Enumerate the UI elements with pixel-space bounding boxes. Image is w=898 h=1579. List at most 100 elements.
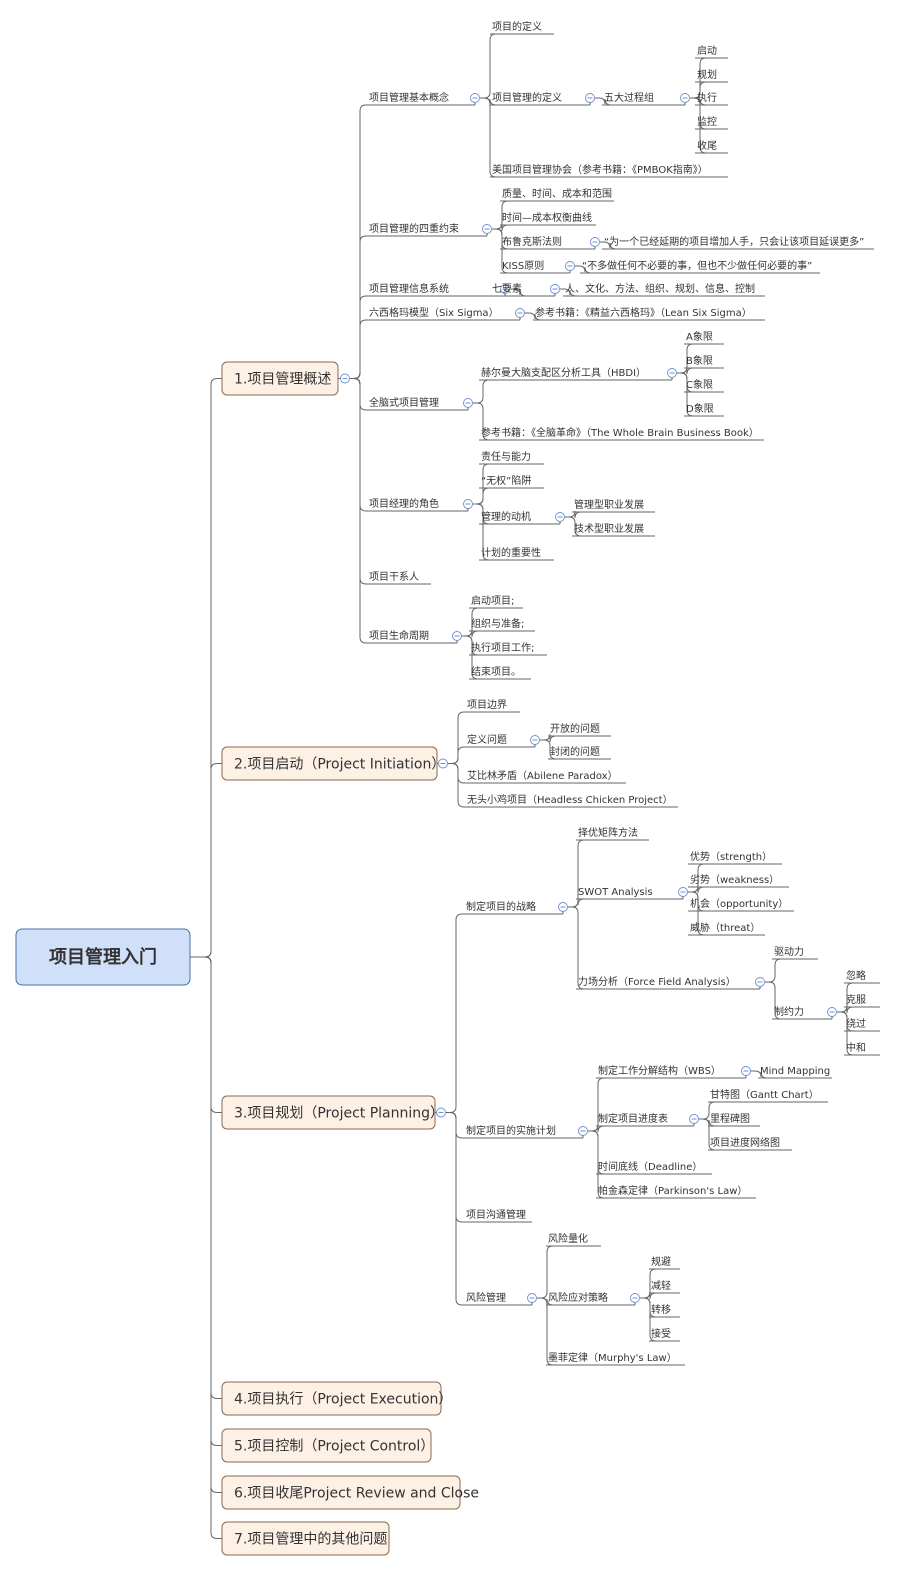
collapse-toggle-b1-minus-icon[interactable] — [340, 373, 350, 384]
collapse-toggle-b1-motive-minus-icon[interactable] — [555, 512, 565, 522]
branch-box-b1[interactable] — [221, 361, 339, 396]
collapse-toggle-b3-strat-minus-icon[interactable] — [558, 902, 568, 912]
branch-label-b7: 7.项目管理中的其他问题 — [234, 1532, 387, 1548]
node-b2-chicken: 无头小鸡项目（Headless Chicken Project） — [467, 793, 673, 806]
node-b1-mgmt: 管理型职业发展 — [574, 498, 644, 511]
node-b3-strat: 制定项目的战略 — [466, 900, 536, 913]
branch-box-b4[interactable] — [221, 1381, 442, 1416]
branch-box-b2[interactable] — [221, 746, 438, 781]
node-b1-kiss-q: “不多做任何不必要的事，但也不少做任何必要的事” — [582, 259, 812, 272]
node-b1-l2: 组织与准备; — [471, 617, 524, 630]
node-b1-planimp: 计划的重要性 — [481, 546, 541, 559]
branch-label-b2: 2.项目启动（Project Initiation） — [234, 757, 445, 773]
node-b1-l3: 执行项目工作; — [471, 641, 534, 654]
connector-b3-strat — [446, 913, 464, 1113]
node-b3-sched: 制定项目进度表 — [598, 1112, 668, 1125]
node-b3-dead: 时间底线（Deadline） — [598, 1160, 702, 1173]
branch-label-b3: 3.项目规划（Project Planning） — [234, 1106, 444, 1122]
node-b3-wbs: 制定工作分解结构（WBS） — [598, 1064, 721, 1077]
collapse-toggle-b3-wbs-minus-icon[interactable] — [741, 1066, 751, 1076]
connector-b2-abilene — [448, 763, 465, 784]
connector-b2 — [200, 763, 222, 958]
connector-b1-basic — [350, 104, 367, 379]
node-b1-info: 项目管理信息系统 — [369, 282, 449, 295]
collapse-toggle-b3-restrain-minus-icon[interactable] — [827, 1007, 837, 1017]
node-b1-tech: 技术型职业发展 — [574, 522, 644, 535]
node-b3-w: 劣势（weakness） — [690, 873, 779, 886]
branch-box-b6[interactable] — [221, 1475, 461, 1510]
collapse-toggle-b1-basic-minus-icon[interactable] — [470, 93, 480, 103]
node-b1-pmi: 美国项目管理协会（参考书籍：《PMBOK指南》） — [492, 163, 708, 176]
collapse-toggle-b1-role-minus-icon[interactable] — [463, 499, 473, 509]
node-b1-d: D象限 — [686, 403, 714, 415]
collapse-toggle-b3-minus-icon[interactable] — [436, 1107, 446, 1118]
node-layer: 项目管理入门1.项目管理概述项目管理基本概念项目的定义项目管理的定义五大过程组启… — [15, 20, 880, 1556]
connector-layer — [190, 33, 854, 1539]
node-b1-brooks: 布鲁克斯法则 — [502, 235, 562, 248]
node-b3-gantt: 甘特图（Gantt Chart） — [710, 1088, 819, 1101]
connector-b1-trap — [473, 487, 490, 505]
node-b1-brooks-q: “为一个已经延期的项目增加人手，只会让该项目延误更多” — [604, 235, 864, 248]
branch-label-b4: 4.项目执行（Project Execution） — [234, 1392, 452, 1408]
collapse-toggle-b2-minus-icon[interactable] — [438, 758, 448, 769]
root-node-box[interactable] — [15, 928, 191, 986]
connector-b1-info — [350, 295, 367, 379]
root-node-label: 项目管理入门 — [49, 946, 157, 968]
connector-b2-define — [448, 746, 465, 764]
branch-label-b1: 1.项目管理概述 — [234, 372, 331, 388]
connector-b1-def — [480, 33, 497, 99]
connector-b1-role — [350, 378, 367, 512]
collapse-toggle-b3-resp-minus-icon[interactable] — [630, 1293, 640, 1303]
connector-b1-stake — [350, 378, 367, 585]
collapse-toggle-b3-risk-minus-icon[interactable] — [527, 1293, 537, 1303]
branch-box-b3[interactable] — [221, 1095, 436, 1130]
collapse-toggle-b1-life-minus-icon[interactable] — [452, 631, 462, 641]
collapse-toggle-b1-pmdef-minus-icon[interactable] — [585, 93, 595, 103]
branch-box-b5[interactable] — [221, 1428, 432, 1463]
node-b3-t: 威胁（threat） — [690, 921, 760, 934]
branch-label-b5: 5.项目控制（Project Control） — [234, 1439, 434, 1455]
node-b3-accept: 接受 — [651, 1327, 671, 1340]
collapse-toggle-b2-define-minus-icon[interactable] — [530, 735, 540, 745]
collapse-toggle-b3-swot-minus-icon[interactable] — [678, 887, 688, 897]
branch-box-b7[interactable] — [221, 1521, 390, 1556]
collapse-toggle-b3-force-minus-icon[interactable] — [755, 977, 765, 987]
collapse-toggle-b1-five-minus-icon[interactable] — [680, 93, 690, 103]
collapse-toggle-b1-four-minus-icon[interactable] — [482, 224, 492, 234]
node-b1-l4: 结束项目。 — [471, 665, 521, 678]
collapse-toggle-b1-kiss-minus-icon[interactable] — [565, 261, 575, 271]
node-b1-six: 六西格玛模型（Six Sigma） — [369, 306, 499, 319]
node-b1-four: 项目管理的四重约束 — [369, 222, 459, 235]
node-b3-restrain: 制约力 — [774, 1005, 804, 1018]
collapse-toggle-b1-brain-minus-icon[interactable] — [463, 398, 473, 408]
connector-b7 — [200, 956, 222, 1539]
collapse-toggle-b1-brooks-minus-icon[interactable] — [590, 237, 600, 247]
node-b1-pmdef: 项目管理的定义 — [492, 91, 562, 104]
collapse-toggle-b3-impl-minus-icon[interactable] — [578, 1126, 588, 1136]
collapse-toggle-b3-sched-minus-icon[interactable] — [689, 1114, 699, 1124]
node-b1-a: A象限 — [686, 331, 713, 343]
connector-b1-life — [350, 378, 367, 644]
node-b1-brain: 全脑式项目管理 — [369, 396, 439, 409]
connector-b1-six — [350, 319, 367, 379]
node-b3-ignore: 忽略 — [846, 969, 866, 982]
node-b3-swot: SWOT Analysis — [578, 887, 653, 898]
node-b1-b: B象限 — [686, 355, 713, 367]
node-b1-seven-l: 人、文化、方法、组织、规划、信息、控制 — [565, 282, 755, 295]
node-b2-closed: 封闭的问题 — [550, 745, 600, 758]
collapse-toggle-b1-seven-minus-icon[interactable] — [550, 284, 560, 294]
node-b1-six-b: 参考书籍：《精益六西格玛》（Lean Six Sigma） — [535, 306, 752, 319]
node-b3-murphy: 墨菲定律（Murphy's Law） — [548, 1351, 677, 1364]
connector-b1-brain — [350, 378, 367, 411]
node-b2-bound: 项目边界 — [467, 699, 507, 711]
connector-b1-hbdi — [473, 379, 490, 404]
node-b1-l1: 启动项目; — [471, 594, 514, 607]
node-b1-role: 项目经理的角色 — [369, 497, 439, 510]
node-b1-exec: 执行 — [697, 91, 717, 104]
node-b3-mit: 减轻 — [651, 1279, 671, 1292]
collapse-toggle-b1-six-minus-icon[interactable] — [515, 308, 525, 318]
node-b2-abilene: 艾比林矛盾（Abilene Paradox） — [467, 769, 618, 782]
collapse-toggle-b1-hbdi-minus-icon[interactable] — [667, 368, 677, 378]
node-b3-neutral: 中和 — [846, 1041, 866, 1054]
connector-b2-chicken — [448, 763, 465, 808]
